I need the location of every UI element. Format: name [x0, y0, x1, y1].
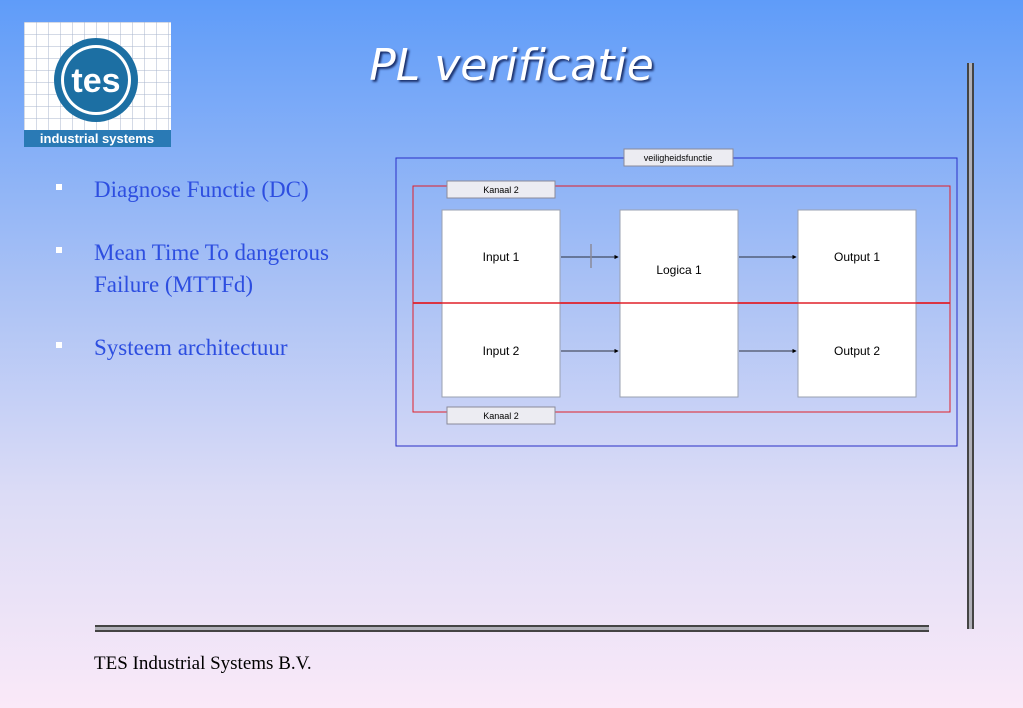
footer-company: TES Industrial Systems B.V.: [94, 653, 312, 674]
bullet-list: Diagnose Functie (DC) Mean Time To dange…: [56, 174, 391, 395]
bullet-item: Mean Time To dangerous Failure (MTTFd): [56, 237, 391, 301]
vertical-divider: [967, 63, 974, 629]
tes-logo: tes industrial systems: [24, 22, 171, 147]
input-1-label: Input 1: [483, 250, 520, 264]
channel-top-label: Kanaal 2: [483, 185, 519, 195]
bullet-item: Diagnose Functie (DC): [56, 174, 391, 206]
channel-bottom-label-box: [446, 406, 556, 425]
horizontal-divider: [95, 625, 929, 632]
bullet-marker-icon: [56, 342, 62, 348]
logic-1-label: Logica 1: [656, 263, 702, 277]
bullet-text: Systeem architectuur: [94, 335, 288, 360]
logo-tagline: industrial systems: [40, 131, 154, 146]
input-2-label: Input 2: [483, 344, 520, 358]
bullet-text: Mean Time To dangerous Failure (MTTFd): [94, 240, 329, 297]
bullet-marker-icon: [56, 184, 62, 190]
channel-top-label-box: [446, 180, 556, 199]
safety-function-label-box: [623, 148, 734, 167]
bullet-item: Systeem architectuur: [56, 332, 391, 364]
channel-bottom-label: Kanaal 2: [483, 411, 519, 421]
bullet-text: Diagnose Functie (DC): [94, 177, 309, 202]
slide-title: PL verificatie: [369, 40, 654, 91]
channel-bottom-outline: [412, 303, 951, 413]
bullet-marker-icon: [56, 247, 62, 253]
output-1-label: Output 1: [834, 250, 880, 264]
logo-name: tes: [71, 62, 120, 100]
output-2-label: Output 2: [834, 344, 880, 358]
channel-top-outline: [412, 185, 951, 303]
safety-function-label: veiligheidsfunctie: [644, 153, 713, 163]
